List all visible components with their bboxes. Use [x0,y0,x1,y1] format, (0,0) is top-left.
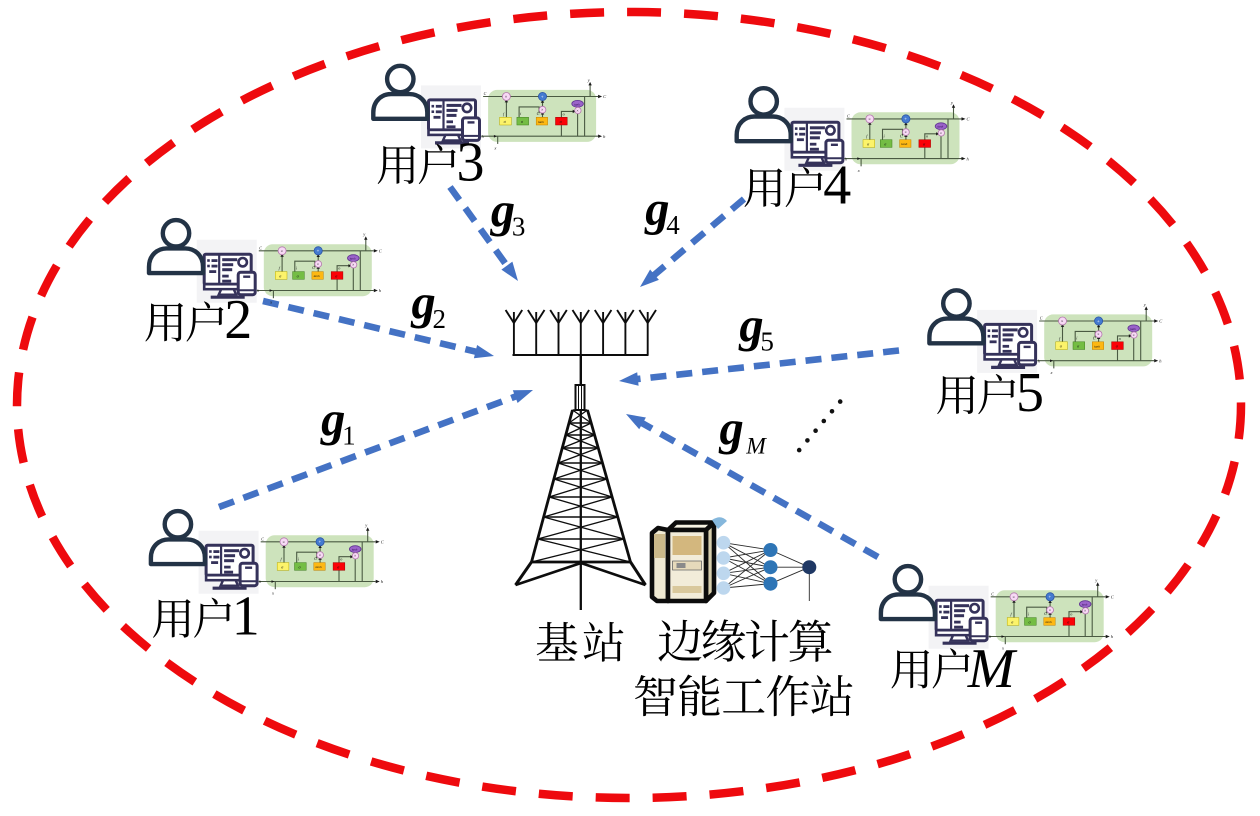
svg-text:g: g [320,393,345,446]
svg-text:5: 5 [1016,362,1044,424]
svg-text:1: 1 [342,421,356,451]
svg-text:1: 1 [232,585,260,647]
svg-text:3: 3 [457,132,485,194]
svg-text:M: M [967,638,1018,700]
svg-text:M: M [745,433,767,459]
svg-text:g: g [719,402,744,455]
svg-text:5: 5 [760,327,774,357]
svg-text:g: g [411,276,436,329]
svg-text:2: 2 [224,289,252,351]
svg-text:3: 3 [512,212,526,242]
svg-text:4: 4 [666,210,680,240]
svg-text:2: 2 [433,304,447,334]
svg-text:g: g [738,299,763,352]
svg-text:g: g [644,182,669,235]
svg-text:g: g [490,184,515,237]
svg-text:4: 4 [823,155,851,217]
